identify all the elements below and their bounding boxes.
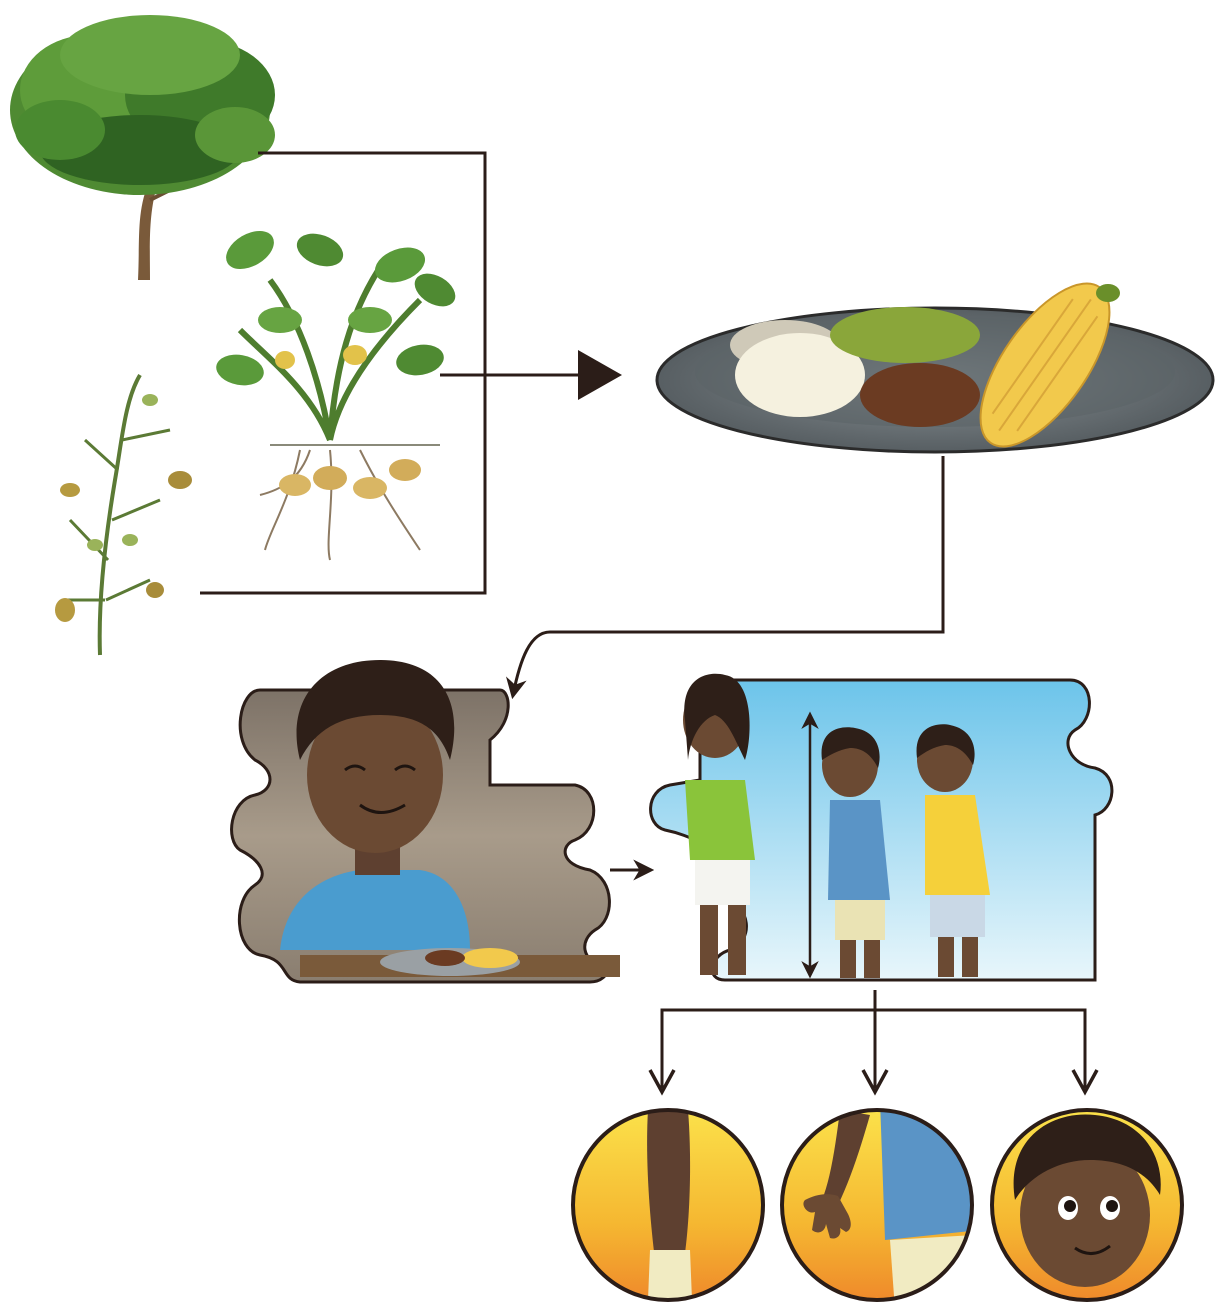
boy-eating-meal-illustration — [232, 660, 620, 982]
arm-hand-closeup-illustration — [782, 1100, 980, 1302]
plate-rice-beans-corn-illustration — [657, 263, 1213, 467]
chickpea-plant-illustration — [55, 375, 192, 655]
boy-face-closeup-illustration — [992, 1110, 1182, 1300]
arrow-plants-to-plate-head — [578, 350, 622, 400]
arrow-plate-to-eating — [513, 456, 943, 695]
three-children-height-illustration — [651, 674, 1112, 980]
body-side-closeup-illustration — [573, 1110, 763, 1300]
peanut-plant-illustration — [214, 223, 461, 560]
arrow-growth-branch — [662, 990, 1085, 1088]
legume-tree-illustration — [10, 15, 275, 280]
